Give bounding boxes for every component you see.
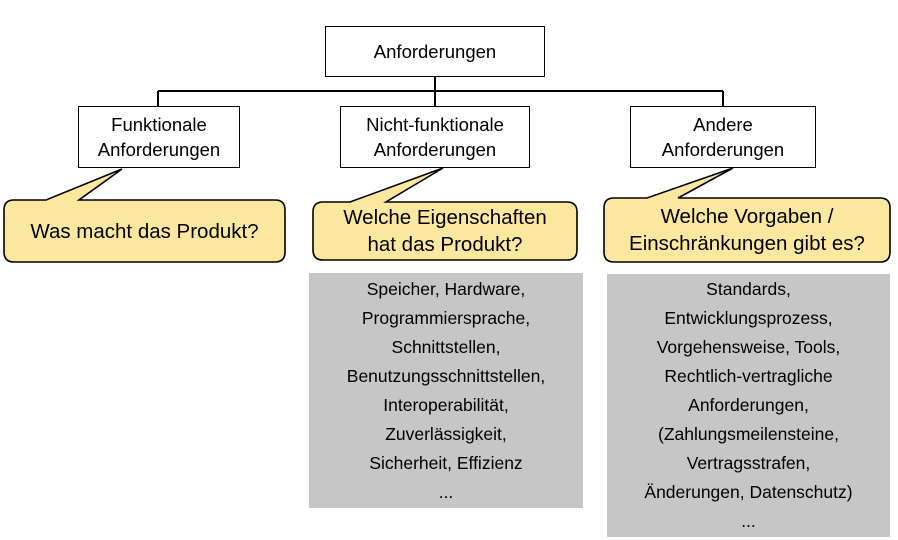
examples-panel-nicht-funktionale: Speicher, Hardware, Programmiersprache, … <box>309 273 583 508</box>
question-andere: Welche Vorgaben / Einschränkungen gibt e… <box>629 205 865 255</box>
node-andere-anforderungen: Andere Anforderungen <box>630 106 816 168</box>
node-funktionale-anforderungen: Funktionale Anforderungen <box>78 106 240 168</box>
node-anforderungen: Anforderungen <box>325 26 545 77</box>
question-funktionale: Was macht das Produkt? <box>30 219 259 243</box>
examples-andere-text: Standards, Entwicklungsprozess, Vorgehen… <box>644 279 853 531</box>
node-anforderungen-label: Anforderungen <box>373 41 497 62</box>
node-nicht-funktionale-anforderungen: Nicht-funktionale Anforderungen <box>340 106 530 168</box>
speech-bubble-nicht-funktionale <box>312 167 578 261</box>
tree-connector-lines <box>157 77 724 106</box>
question-nicht-funktionale: Welche Eigenschaften hat das Produkt? <box>343 206 547 256</box>
examples-nicht-funktionale-text: Speicher, Hardware, Programmiersprache, … <box>346 278 546 502</box>
speech-bubble-andere <box>603 167 891 263</box>
node-nicht-funktionale-label: Nicht-funktionale Anforderungen <box>366 114 504 160</box>
examples-panel-andere: Standards, Entwicklungsprozess, Vorgehen… <box>607 274 890 537</box>
node-funktionale-label: Funktionale Anforderungen <box>97 114 221 160</box>
node-andere-label: Andere Anforderungen <box>661 114 785 160</box>
speech-bubble-funktionale <box>3 168 286 263</box>
